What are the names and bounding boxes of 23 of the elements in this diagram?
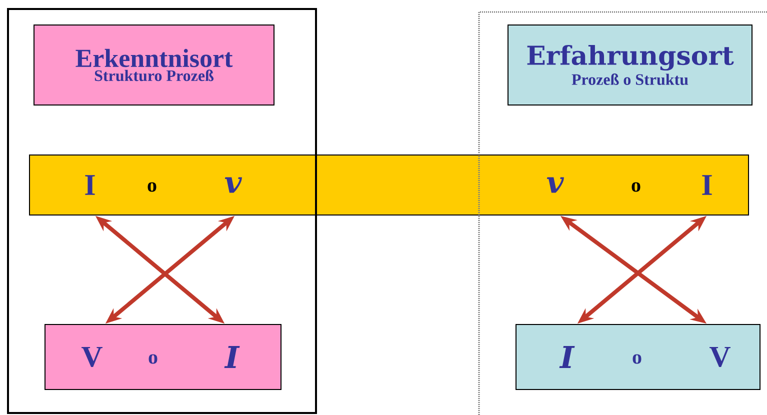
- letter-symbol: V: [710, 346, 730, 368]
- subtitle-text: Strukturo Prozeß: [94, 70, 214, 82]
- letter-symbol: V: [82, 346, 102, 368]
- symbol-bar: [29, 154, 750, 216]
- operator-symbol: o: [148, 182, 156, 192]
- symbol-box: [516, 324, 761, 390]
- letter-symbol: I: [85, 175, 95, 195]
- title-text: Erkenntnisort: [76, 48, 233, 68]
- letter-symbol: I: [559, 346, 575, 368]
- letter-symbol: I: [702, 175, 712, 195]
- title-box: [508, 24, 752, 106]
- subtitle-text: Prozeß o Struktu: [572, 74, 688, 85]
- operator-symbol: o: [632, 182, 640, 192]
- letter-symbol: v: [224, 177, 242, 193]
- panel-frame: [7, 8, 317, 414]
- symbol-box: [44, 324, 282, 390]
- operator-symbol: o: [148, 354, 158, 364]
- title-box: [34, 24, 274, 106]
- letter-symbol: v: [546, 177, 564, 193]
- operator-symbol: o: [632, 354, 642, 364]
- letter-symbol: I: [224, 346, 240, 368]
- panel-frame: [478, 11, 767, 415]
- title-text: Erfahrungsort: [527, 45, 734, 71]
